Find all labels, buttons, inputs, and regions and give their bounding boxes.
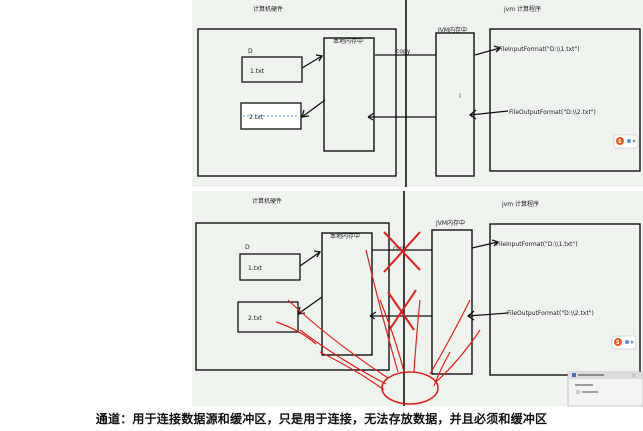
drive-label: D bbox=[248, 48, 253, 55]
file-2-label: 2.txt bbox=[249, 114, 264, 121]
top-panel-background bbox=[192, 0, 643, 187]
local-memory-box bbox=[321, 232, 373, 356]
file-2-box bbox=[237, 301, 299, 333]
drive-label: D bbox=[245, 244, 250, 251]
sogou-input-icon[interactable]: S bbox=[611, 335, 637, 350]
svg-text:I: I bbox=[459, 92, 461, 100]
file-1-label: 1.txt bbox=[250, 68, 265, 75]
cross-mark-top bbox=[383, 231, 421, 273]
file-1-box bbox=[241, 56, 303, 83]
sogou-input-icon[interactable]: S bbox=[613, 134, 639, 149]
top-panel: 计算机硬件 jvm 计算程序 D 1.txt 2.txt 本地内存中 JVM内存… bbox=[192, 0, 643, 187]
file-2-label: 2.txt bbox=[248, 315, 263, 322]
jvm-memory-label: JVM内存中 bbox=[437, 26, 467, 34]
jvm-label: jvm 计算程序 bbox=[501, 200, 539, 208]
local-memory-box bbox=[323, 37, 375, 152]
file-1-label: 1.txt bbox=[248, 265, 263, 272]
output-call-label: FileOutputFormat("D:\\2.txt") bbox=[509, 109, 596, 116]
popup-window[interactable] bbox=[567, 371, 643, 407]
cross-mark-bottom bbox=[387, 289, 417, 333]
jvm-label: jvm 计算程序 bbox=[503, 5, 541, 13]
svg-text:S: S bbox=[616, 340, 620, 346]
program-box bbox=[489, 223, 641, 376]
svg-text:S: S bbox=[618, 139, 622, 145]
copy-label: copy bbox=[396, 48, 411, 55]
hardware-label: 计算机硬件 bbox=[253, 5, 283, 13]
program-box bbox=[489, 28, 641, 172]
input-call-label: FileInputFormat("D:\\1.txt") bbox=[498, 46, 580, 53]
input-call-label: FileInputFormat("D:\\1.txt") bbox=[496, 241, 578, 248]
hardware-box bbox=[195, 222, 390, 371]
hardware-box bbox=[197, 28, 397, 177]
red-annotations bbox=[275, 231, 481, 405]
caption-text: 通道：用于连接数据源和缓冲区，只是用于连接，无法存放数据，并且必须和缓冲区 bbox=[95, 412, 548, 426]
output-call-label: FileOutputFormat("D:\\2.txt") bbox=[507, 310, 594, 317]
local-memory-label: 本地内存中 bbox=[333, 37, 363, 45]
jvm-memory-box bbox=[435, 32, 475, 177]
file-1-box bbox=[239, 253, 301, 281]
scribble-1 bbox=[287, 299, 389, 379]
bottom-panel: 计算机硬件 jvm 计算程序 D 1.txt 2.txt 本地内存中 JVM内存… bbox=[192, 191, 643, 407]
jvm-memory-box bbox=[431, 229, 473, 375]
jvm-memory-label: JVM内存中 bbox=[435, 219, 465, 227]
local-memory-label: 本地内存中 bbox=[330, 232, 360, 240]
hardware-label: 计算机硬件 bbox=[252, 197, 282, 205]
